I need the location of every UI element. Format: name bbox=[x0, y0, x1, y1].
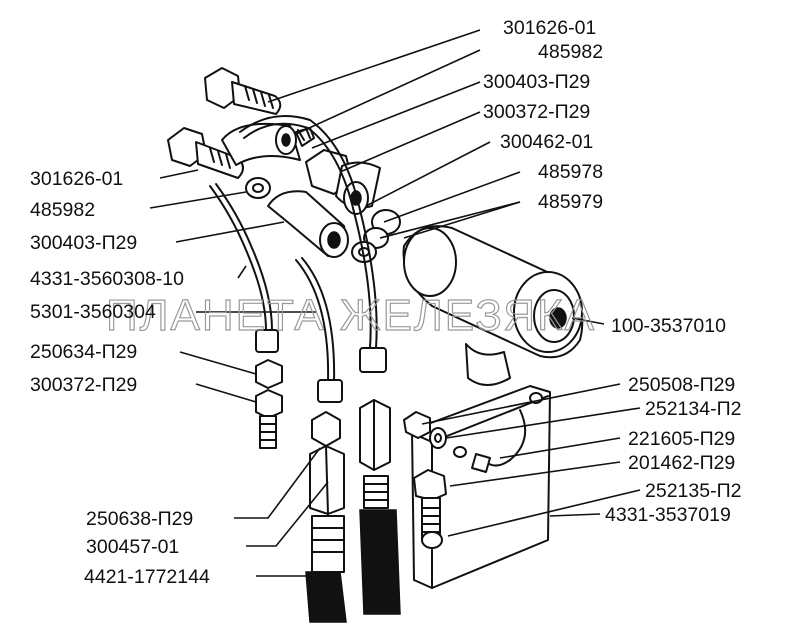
washer-485982 bbox=[245, 177, 271, 199]
banjo-bolt-lower bbox=[167, 127, 244, 179]
label-300457-01: 300457-01 bbox=[86, 536, 179, 558]
banjo-fitting-upper bbox=[221, 122, 315, 166]
leader-lines bbox=[149, 29, 641, 577]
label-301626-01-top: 301626-01 bbox=[503, 17, 596, 39]
label-250508-p29: 250508-П29 bbox=[628, 374, 735, 396]
part-labels: 301626-01 485982 300403-П29 300372-П29 3… bbox=[30, 17, 741, 588]
label-201462-p29: 201462-П29 bbox=[628, 452, 735, 474]
banjo-bolt-upper bbox=[204, 67, 282, 115]
watermark: ПЛАНЕТА ЖЕЛЕЗЯКА bbox=[106, 291, 596, 340]
label-252135-p2: 252135-П2 bbox=[645, 480, 741, 502]
pipe-5301-3560304 bbox=[239, 115, 387, 403]
bolt-252135 bbox=[413, 469, 447, 549]
label-250634-p29: 250634-П29 bbox=[30, 341, 137, 363]
label-485979: 485979 bbox=[538, 191, 603, 213]
label-4421-1772144: 4421-1772144 bbox=[84, 566, 210, 588]
label-221605-p29: 221605-П29 bbox=[628, 428, 735, 450]
label-300372-p29-left: 300372-П29 bbox=[30, 374, 137, 396]
fittings-left bbox=[255, 359, 283, 449]
pipe-4331-3560308 bbox=[209, 183, 279, 353]
label-5301-3560304: 5301-3560304 bbox=[30, 301, 156, 323]
label-485978: 485978 bbox=[538, 161, 603, 183]
nut-washer-250508 bbox=[403, 411, 447, 449]
label-4331-3560308-10: 4331-3560308-10 bbox=[30, 268, 184, 290]
sensor-housing bbox=[402, 225, 584, 386]
label-485982-left: 485982 bbox=[30, 199, 95, 221]
label-4331-3537019: 4331-3537019 bbox=[605, 504, 731, 526]
label-300403-p29-left: 300403-П29 bbox=[30, 232, 137, 254]
label-301626-01-left: 301626-01 bbox=[30, 168, 123, 190]
label-250638-p29: 250638-П29 bbox=[86, 508, 193, 530]
label-300403-p29-top: 300403-П29 bbox=[483, 71, 590, 93]
label-252134-p2: 252134-П2 bbox=[645, 398, 741, 420]
label-300462-01: 300462-01 bbox=[500, 131, 593, 153]
label-100-3537010: 100-3537010 bbox=[611, 315, 726, 337]
fittings-center bbox=[305, 411, 347, 623]
banjo-bolt-center bbox=[305, 149, 381, 215]
fittings-right bbox=[359, 399, 401, 615]
fitting-body-300403 bbox=[267, 190, 349, 258]
label-300372-p29-top: 300372-П29 bbox=[483, 101, 590, 123]
label-485982-top: 485982 bbox=[538, 41, 603, 63]
